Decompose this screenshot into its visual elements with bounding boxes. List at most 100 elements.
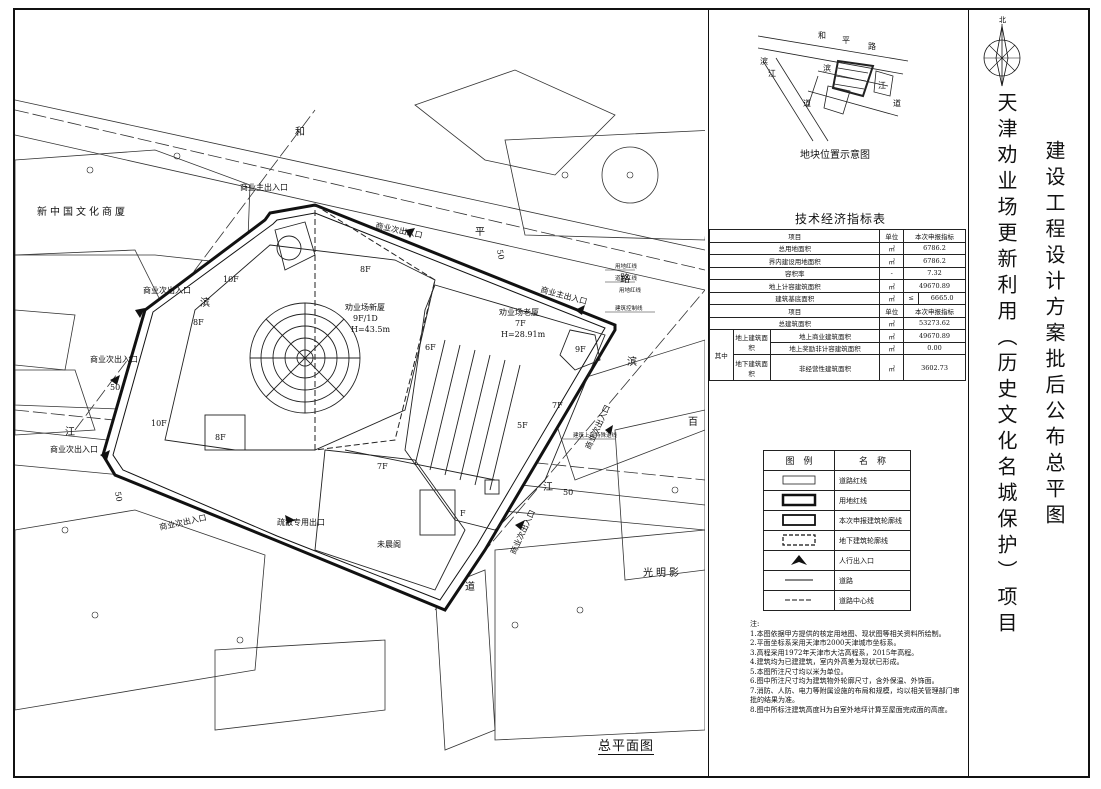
- label-8f-a: 8F: [360, 265, 371, 274]
- site-boundary: [101, 203, 617, 612]
- note-line: 5.本图所注尺寸均以米为单位。: [750, 667, 848, 676]
- drawing-sheet-frame: [13, 8, 1090, 778]
- tech-h-item: 项目: [708, 229, 881, 243]
- label-sec-entry-left3: 商业次出入口: [50, 444, 98, 454]
- tech-cell: ≤: [903, 291, 920, 305]
- notes-head: 注:: [750, 620, 760, 628]
- vmap-road-8: 江: [878, 81, 886, 90]
- legend-symbol-road-redline: [763, 470, 835, 491]
- label-f: F: [460, 509, 466, 518]
- tech-cell: ㎡: [879, 291, 905, 305]
- label-mall-new-f: 9F/1D: [353, 314, 378, 323]
- tech-cell: 建筑基底面积: [708, 291, 881, 305]
- north-label: 北: [999, 16, 1006, 24]
- tech-cell: 地上奖励非计容建筑面积: [769, 341, 881, 355]
- label-redline-e: 用地红线: [619, 286, 642, 294]
- legend-label: 本次申报建筑轮廓线: [834, 510, 911, 531]
- legend-h-symbol: 图 例: [763, 450, 835, 471]
- tech-cell: ㎡: [879, 254, 905, 268]
- tech-cell: 项目: [708, 304, 881, 318]
- tech-cell: 非经营性建筑面积: [769, 354, 881, 381]
- legend-symbol-entry-icon: [763, 550, 835, 571]
- vicinity-map: 和 平 路 滨 江 道 滨 江 道: [758, 31, 909, 142]
- vmap-road-4: 滨: [760, 56, 768, 66]
- tech-cell: 49670.89: [903, 329, 966, 343]
- legend-h-name: 名 称: [834, 450, 911, 471]
- vmap-road-5: 江: [768, 69, 776, 78]
- tech-row: 总用地面积 ㎡ 6786.2: [708, 241, 966, 255]
- label-mall-new: 劝业场新厦: [345, 302, 385, 312]
- legend-label: 地下建筑轮廓线: [834, 530, 911, 551]
- note-line: 3.高程采用1972年天津市大沽高程系，2015年高程。: [750, 648, 919, 657]
- legend-symbol-site-redline: [763, 490, 835, 511]
- tech-cell: 6786.2: [903, 241, 966, 255]
- tech-cell: ㎡: [879, 354, 905, 381]
- legend-label: 人行出入口: [834, 550, 911, 571]
- legend-header: 图 例 名 称: [763, 450, 911, 471]
- label-mall-old-f: 7F: [515, 319, 526, 328]
- tech-header-row-2: 项目 单位 本次申报指标: [708, 304, 966, 318]
- label-xinzhongguo: 新中国文化商厦: [37, 205, 128, 218]
- legend-symbol-centerline: [763, 590, 835, 611]
- label-dim-50d: 50: [563, 488, 573, 497]
- tech-table-title: 技术经济指标表: [795, 212, 887, 226]
- note-line: 7.消防、人防、电力等附属设施的布局和规模，均以相关管理部门审批的结果为准。: [750, 686, 960, 705]
- tech-cell: 6665.0: [918, 291, 966, 305]
- label-road-right: 滨: [627, 355, 637, 368]
- legend-row: 道路红线: [763, 470, 911, 491]
- legend-row: 地下建筑轮廓线: [763, 530, 911, 551]
- tech-row: 地上计容建筑面积 ㎡ 49670.89: [708, 279, 966, 293]
- tech-cell: 单位: [879, 304, 905, 318]
- tech-h-value: 本次申报指标: [903, 229, 966, 243]
- legend-table: 图 例 名 称 道路红线 用地红线 本次申报建筑轮廓线 地下建筑轮廓线 人行出入…: [763, 450, 911, 611]
- tech-cell: 界内建设用地面积: [708, 254, 881, 268]
- label-9f: 9F: [575, 345, 586, 354]
- tech-cell: ㎡: [879, 316, 905, 330]
- label-bai: 百: [688, 416, 698, 428]
- title-block: [968, 10, 1090, 776]
- note-line: 4.建筑均为已建建筑，室内外高差为现状已形成。: [750, 658, 904, 666]
- label-sec-entry-left1: 商业次出入口: [143, 285, 191, 295]
- note-line: 2.平面坐标系采用天津市2000天津城市坐标系。: [750, 639, 901, 647]
- vicinity-caption: 地块位置示意图: [800, 150, 870, 161]
- label-7f-b: 7F: [377, 462, 388, 471]
- tech-cell: 总建筑面积: [708, 316, 881, 330]
- label-sec-entry-bottom: 商业次出入口: [158, 512, 207, 532]
- vmap-road-1: 和: [818, 31, 826, 40]
- label-7f-a: 7F: [552, 401, 563, 410]
- tech-cell: ㎡: [879, 279, 905, 293]
- label-5f: 5F: [517, 421, 528, 430]
- tech-row: 地下建筑面积 非经营性建筑面积 ㎡ 3602.73: [710, 354, 966, 381]
- vmap-road-6: 道: [803, 98, 811, 108]
- underground-outline: [314, 204, 436, 451]
- tech-cell: -: [879, 266, 905, 280]
- label-redline-b: 道路红线: [615, 274, 638, 282]
- label-unknown-bldg: 未晨阁: [377, 539, 401, 549]
- label-10f-a: 10F: [223, 275, 239, 284]
- label-road-left: 滨: [200, 296, 210, 309]
- label-dim-50b: 50: [110, 383, 120, 392]
- label-dim-50c: 50: [113, 491, 124, 503]
- label-8f-c: 8F: [215, 433, 226, 442]
- tech-row: 建筑基底面积 ㎡ ≤ 6665.0: [708, 291, 966, 305]
- label-mall-old-height: H=28.91m: [501, 330, 546, 339]
- label-redline-a: 用地红线: [615, 262, 638, 270]
- legend-symbol-building-outline: [763, 510, 835, 531]
- tech-cell: 0.00: [903, 341, 966, 355]
- label-10f-b: 10F: [151, 419, 167, 428]
- plan-title: 总平面图: [598, 735, 655, 755]
- tech-cell: ㎡: [879, 241, 905, 255]
- label-sec-entry-right: 商业次出入口: [583, 403, 612, 451]
- label-road-top2: 平: [475, 227, 485, 238]
- tech-h-unit: 单位: [879, 229, 905, 243]
- legend-symbol-road: [763, 570, 835, 591]
- info-panel: [708, 10, 969, 776]
- label-road-bottom: 道: [465, 580, 475, 593]
- legend-row: 道路中心线: [763, 590, 911, 611]
- label-dim-50a: 50: [495, 249, 506, 261]
- vmap-road-7: 滨: [823, 63, 831, 73]
- vmap-road-9: 道: [893, 98, 901, 108]
- tech-row: 其中 地上建筑面积 地上商业建筑面积 ㎡ 49670.89: [709, 329, 966, 381]
- legend-label: 道路: [834, 570, 911, 591]
- label-mall-new-height: H=43.5m: [351, 325, 390, 334]
